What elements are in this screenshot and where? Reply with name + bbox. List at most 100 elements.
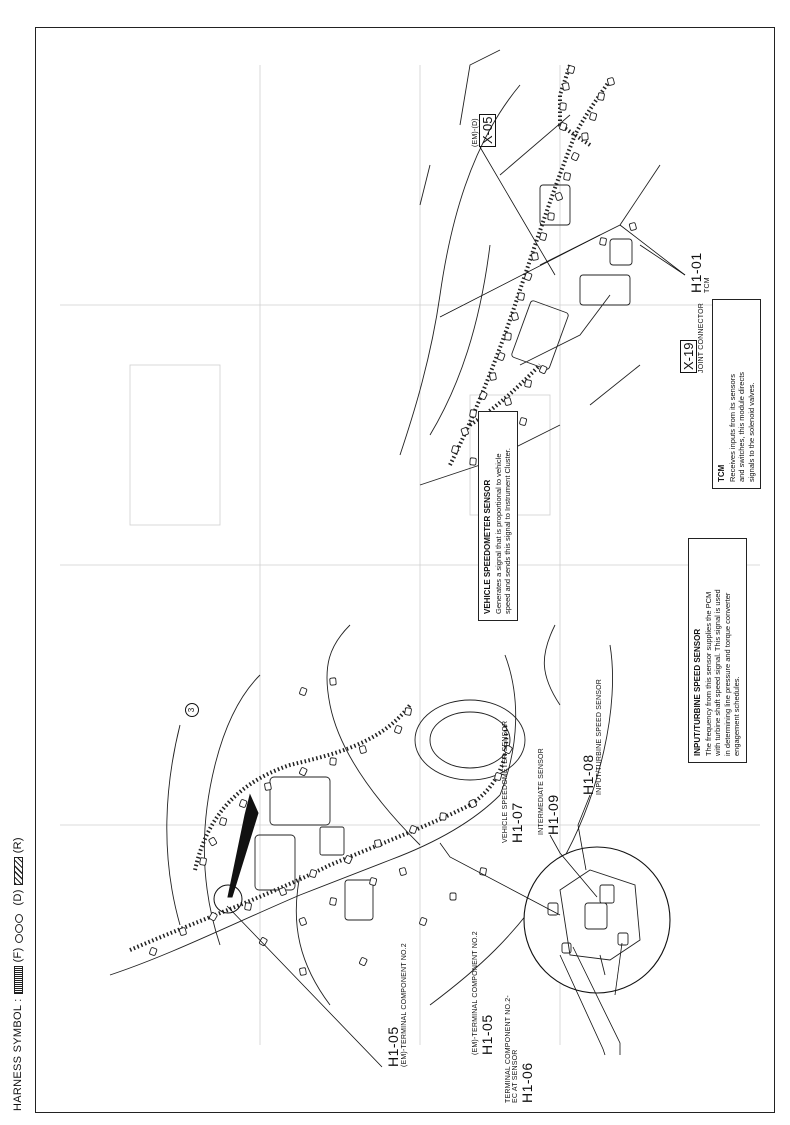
connector-glyph: [449, 892, 457, 901]
inset-leader-lines: [226, 794, 623, 1068]
connector-glyph: [359, 957, 368, 966]
its-note-line-1: The frequency from this sensor supplies …: [703, 591, 713, 756]
x-05-desc: (EM)-(D): [472, 118, 479, 147]
h1-08-callout: H1-08 INPUT/TURBINE SPEED SENSOR: [580, 679, 603, 795]
connector-glyph: [524, 379, 532, 388]
tcm-note-line-3: signals to the solenoid valves.: [746, 382, 756, 482]
h1-07-code: H1-07: [509, 802, 525, 843]
x-19-code: X-19: [680, 339, 697, 373]
vehicle-speedometer-sensor-note: VEHICLE SPEEDOMETER SENSOR Generates a s…: [478, 411, 518, 621]
connector-glyph: [559, 122, 568, 131]
connector-glyph: [298, 917, 307, 926]
connector-glyph: [259, 937, 268, 946]
connector-glyph: [329, 757, 337, 766]
tcm-note-line-1: Receives inputs from its sensors: [727, 374, 737, 482]
connector-glyph: [264, 782, 272, 791]
x-05-callout: (EM)-(D) X-05: [472, 113, 496, 147]
connector-glyph: [329, 677, 337, 686]
h1-05-main-code: H1-05: [385, 1026, 401, 1067]
its-note-line-2: with turbine shaft speed signal. This si…: [713, 589, 722, 756]
front-harness-route: [129, 703, 509, 952]
connector-glyph: [460, 427, 469, 436]
connector-glyph: [497, 352, 506, 361]
tcm-note: TCM Receives inputs from its sensors and…: [712, 299, 761, 489]
h1-05-inset-code: H1-05: [479, 1014, 495, 1055]
h1-06-desc-1: TERMINAL COMPONENT NO.2-: [505, 995, 512, 1103]
h1-06-code: H1-06: [519, 1062, 535, 1103]
connector-glyph: [606, 77, 615, 86]
connector-glyph: [469, 457, 477, 466]
dashboard-outline: [399, 49, 661, 486]
h1-09-desc: INTERMEDIATE SENSOR: [538, 748, 545, 835]
h1-01-code: H1-01: [688, 252, 704, 293]
connector-glyph: [494, 772, 503, 781]
connector-glyph: [563, 172, 571, 181]
h1-01-desc: TCM: [704, 277, 711, 293]
connector-glyph: [504, 332, 512, 341]
connector-glyph: [547, 212, 555, 221]
connector-glyph: [398, 867, 407, 876]
h1-05-main-callout: H1-05 (EM)-TERMINAL COMPONENT NO.2: [385, 943, 408, 1067]
connector-glyph: [479, 391, 488, 400]
connector-glyph: [278, 887, 287, 896]
connector-glyph: [519, 417, 528, 426]
inset-pointer-leader: [227, 793, 259, 898]
connector-glyph: [539, 365, 548, 374]
h1-07-desc: VEHICLE SPEEDOMETER SENSOR: [502, 720, 509, 843]
its-note-title: INPUT/TURBINE SPEED SENSOR: [693, 628, 702, 756]
connector-glyph: [439, 812, 447, 821]
h1-09-code: H1-09: [545, 794, 561, 835]
connector-glyph: [419, 917, 428, 926]
h1-05-inset-callout: (EM)-TERMINAL COMPONENT NO.2 H1-05: [472, 931, 495, 1055]
connector-glyph: [394, 725, 403, 734]
connector-glyph: [597, 92, 605, 101]
connector-glyph: [208, 837, 217, 846]
connector-glyph: [628, 222, 637, 231]
connector-glyph: [309, 869, 318, 878]
input-turbine-speed-sensor-note: INPUT/TURBINE SPEED SENSOR The frequency…: [688, 538, 747, 763]
its-note-line-4: engagement schedules.: [732, 676, 741, 756]
inset-source-ring: [213, 884, 243, 914]
connector-glyph: [599, 237, 607, 246]
engine-bay-connectors: [149, 677, 513, 976]
connector-glyph: [581, 132, 589, 141]
connector-glyph: [503, 397, 512, 406]
connector-glyph: [562, 82, 570, 91]
h1-06-desc-2: EC AT SENSOR: [512, 1049, 519, 1104]
connector-glyph: [589, 112, 598, 121]
connector-glyph: [344, 855, 353, 864]
h1-07-callout: VEHICLE SPEEDOMETER SENSOR H1-07: [502, 721, 525, 843]
h1-01-callout: H1-01 TCM: [688, 252, 711, 293]
connector-glyph: [178, 927, 187, 936]
connector-glyph: [571, 152, 580, 161]
connector-glyph: [244, 902, 252, 911]
connector-glyph: [567, 65, 576, 74]
h1-08-code: H1-08: [580, 754, 596, 795]
vss-note-line-1: Generates a signal that is proportional …: [493, 453, 503, 614]
connector-glyph: [409, 825, 418, 834]
connector-glyph: [149, 947, 158, 956]
connector-glyph: [504, 745, 513, 754]
callout-number-3: 3: [185, 703, 199, 717]
connector-glyph: [209, 912, 218, 921]
connector-glyph: [554, 192, 563, 201]
h1-09-callout: INTERMEDIATE SENSOR H1-09: [538, 748, 561, 835]
connector-glyph: [451, 445, 460, 454]
connector-glyph: [468, 799, 477, 808]
connector-glyph: [299, 967, 307, 976]
inset-circle: [523, 846, 671, 994]
connector-glyph: [559, 102, 567, 111]
connector-glyph: [199, 857, 207, 866]
connector-glyph: [469, 409, 477, 418]
connector-glyph: [517, 292, 525, 301]
vss-note-line-2: speed and sends this signal to Instrumen…: [503, 448, 512, 614]
x-05-code: X-05: [479, 113, 496, 147]
connector-glyph: [489, 372, 497, 381]
its-note-line-3: in determining line pressure and torque …: [722, 592, 732, 756]
dash-harness-route: [448, 64, 612, 466]
connector-glyph: [510, 312, 519, 321]
connector-glyph: [539, 232, 548, 241]
h1-05-inset-desc: (EM)-TERMINAL COMPONENT NO.2: [472, 931, 479, 1055]
